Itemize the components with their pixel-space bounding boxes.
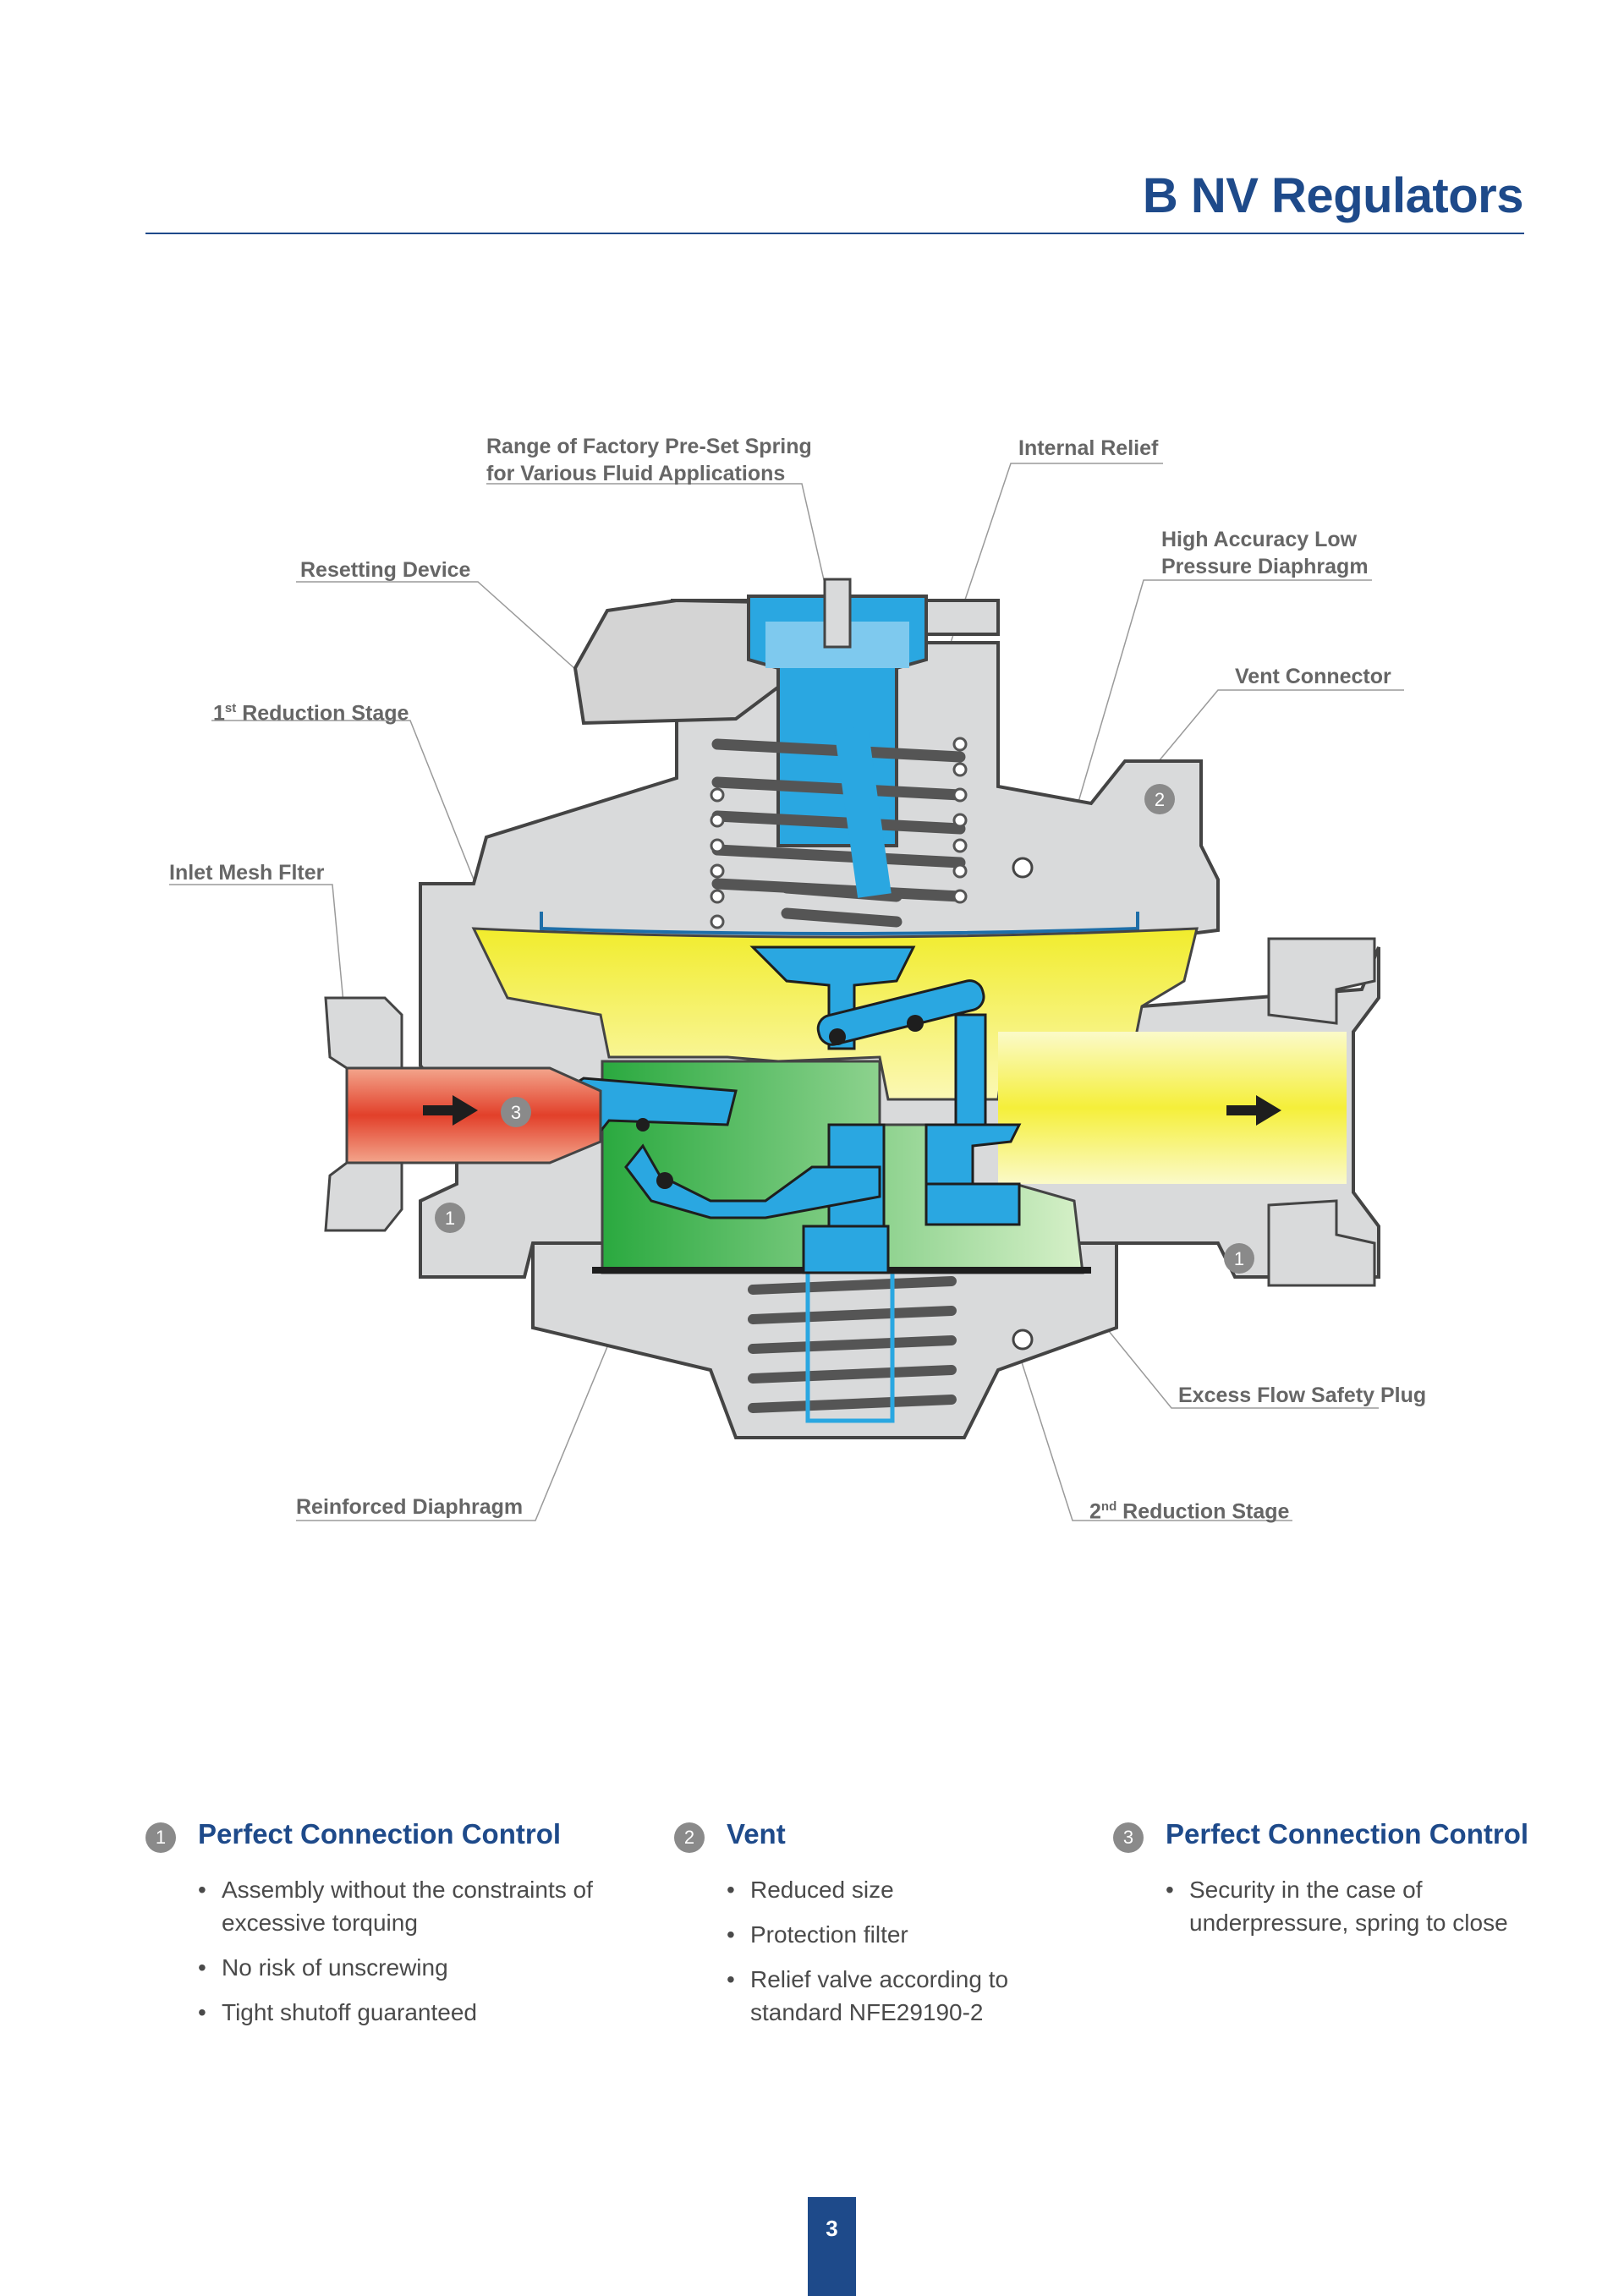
upper-spring (711, 738, 966, 928)
feature-item: Relief valve according to standard NFE29… (727, 1963, 1065, 2029)
lower-housing (531, 1241, 1118, 1439)
page-number: 3 (808, 2197, 856, 2296)
leader-reinforced-diaphragm (296, 1285, 634, 1521)
feature-item: Tight shutoff guaranteed (198, 1996, 595, 2029)
leader-1st-stage (211, 720, 475, 880)
outlet-channel (998, 1032, 1347, 1184)
callout-excess-flow-plug: Excess Flow Safety Plug (1178, 1384, 1427, 1407)
callout-internal-relief: Internal Relief (1018, 436, 1159, 460)
outlet-flow-arrow (1226, 1095, 1281, 1126)
feature-item: Security in the case of underpressure, s… (1166, 1873, 1521, 1939)
callout-diaphragm-line2: Pressure Diaphragm (1161, 555, 1369, 578)
marker-filter: 3 (501, 1097, 531, 1127)
feature-number: 1 (145, 1822, 176, 1853)
marker-inlet: 1 (435, 1203, 465, 1233)
feature-title: Vent (727, 1818, 786, 1849)
callout-inlet-mesh-filter: Inlet Mesh Flter (169, 861, 325, 885)
feature-number: 3 (1113, 1822, 1144, 1853)
outlet-connector (1267, 937, 1376, 1287)
feature-item: No risk of unscrewing (198, 1951, 595, 1984)
callout-vent-connector: Vent Connector (1235, 665, 1391, 688)
callout-resetting-device: Resetting Device (300, 558, 471, 582)
lower-vent-hole (1012, 1329, 1034, 1351)
feature-number: 2 (674, 1822, 705, 1853)
feature-item: Reduced size (727, 1873, 1065, 1906)
marker-outlet: 1 (1224, 1243, 1254, 1274)
svg-text:2: 2 (1155, 789, 1165, 810)
upper-diaphragm (540, 912, 1139, 935)
page-title: B NV Regulators (1142, 168, 1524, 223)
feature-item: Protection filter (727, 1918, 1065, 1951)
feature-title: Perfect Connection Control (1166, 1818, 1529, 1849)
callout-spring-line1: Range of Factory Pre-Set Spring (486, 435, 812, 458)
feature-list: Assembly without the constraints of exce… (198, 1873, 595, 2041)
svg-text:1: 1 (1234, 1248, 1244, 1269)
svg-text:1: 1 (445, 1208, 455, 1229)
relief-stem (834, 726, 892, 898)
leader-resetting-device (296, 581, 584, 677)
feature-item: Assembly without the constraints of exce… (198, 1873, 595, 1939)
lower-spring (748, 1276, 957, 1413)
feature-list: Reduced size Protection filter Relief va… (727, 1873, 1065, 2041)
feature-list: Security in the case of underpressure, s… (1166, 1873, 1521, 1951)
title-rule (145, 233, 1524, 234)
adjust-screw (823, 578, 852, 649)
inlet-flow-arrow (423, 1095, 478, 1126)
callout-diaphragm-line1: High Accuracy Low (1161, 528, 1358, 551)
callout-reinforced-diaphragm: Reinforced Diaphragm (296, 1495, 524, 1519)
callout-1st-reduction-stage: 1st Reduction Stage (213, 701, 409, 726)
callout-spring: Range of Factory Pre-Set Spring for Vari… (486, 433, 812, 487)
marker-vent: 2 (1144, 784, 1175, 814)
leader-spring (486, 483, 826, 584)
inlet-channel (345, 1066, 602, 1164)
callout-high-accuracy-diaphragm: High Accuracy Low Pressure Diaphragm (1161, 526, 1369, 580)
callout-2nd-reduction-stage: 2nd Reduction Stage (1089, 1499, 1290, 1524)
upper-vent-hole (1012, 857, 1034, 879)
svg-text:3: 3 (511, 1102, 521, 1123)
leader-vent-connector (1158, 689, 1404, 762)
inlet-connector (324, 996, 403, 1232)
callout-spring-line2: for Various Fluid Applications (486, 462, 786, 485)
spring-coil-ends (710, 737, 968, 929)
pivot-pins (636, 1015, 924, 1189)
feature-title: Perfect Connection Control (198, 1818, 562, 1849)
